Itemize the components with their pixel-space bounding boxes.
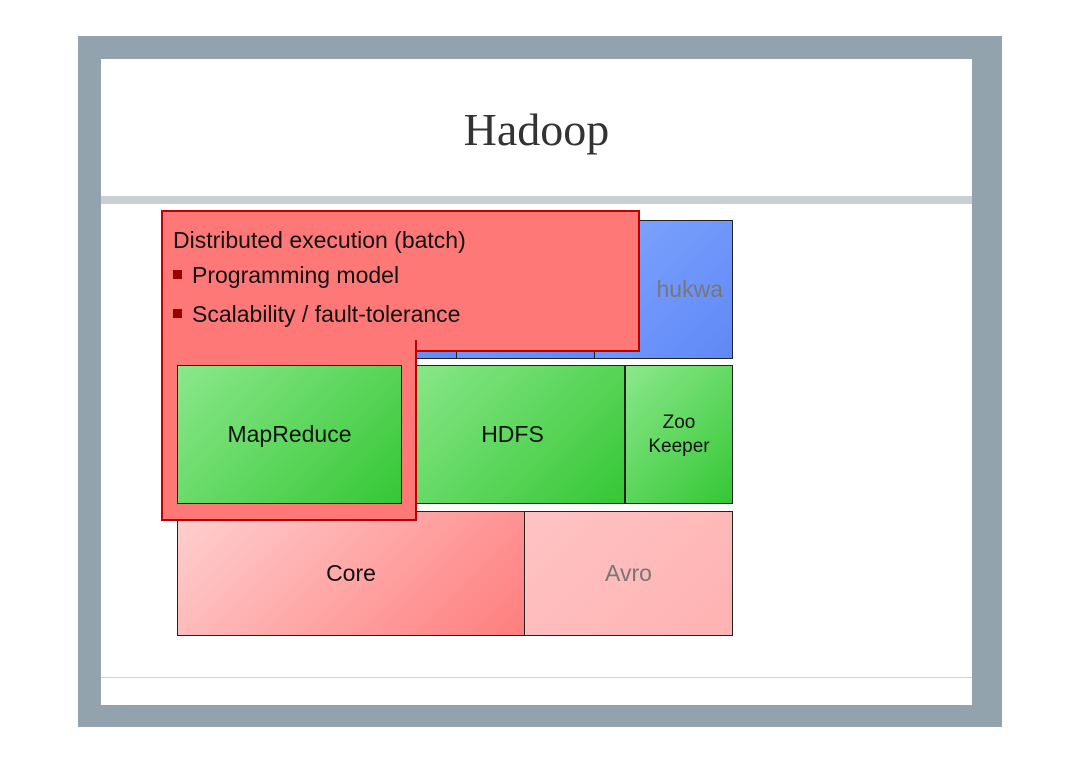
hdfs-label: HDFS	[481, 421, 544, 447]
avro-box: Avro	[524, 511, 733, 636]
slide-title: Hadoop	[463, 104, 610, 155]
callout-panel	[161, 210, 640, 352]
callout-seam	[163, 336, 415, 344]
title-area: Hadoop	[101, 59, 972, 197]
title-divider	[101, 197, 972, 204]
bottom-divider	[101, 677, 972, 678]
mapreduce-box: MapReduce	[177, 365, 402, 504]
callout-text: Distributed execution (batch) Programmin…	[161, 210, 640, 352]
chukwa-label: hukwa	[656, 276, 723, 302]
zookeeper-label: Zoo Keeper	[648, 411, 710, 457]
callout-bullet-1-text: Programming model	[192, 262, 400, 288]
avro-label: Avro	[605, 560, 652, 586]
core-label: Core	[326, 560, 376, 586]
hdfs-box: HDFS	[400, 365, 625, 504]
callout-bullet-1: Programming model	[173, 262, 399, 289]
callout-heading: Distributed execution (batch)	[173, 227, 466, 253]
zookeeper-box: Zoo Keeper	[625, 365, 733, 504]
bullet-icon	[173, 270, 182, 280]
core-box: Core	[177, 511, 525, 636]
bullet-icon	[173, 309, 182, 319]
callout-bullet-2: Scalability / fault-tolerance	[173, 301, 460, 328]
mapreduce-label: MapReduce	[227, 421, 352, 447]
callout-bullet-2-text: Scalability / fault-tolerance	[192, 301, 461, 327]
